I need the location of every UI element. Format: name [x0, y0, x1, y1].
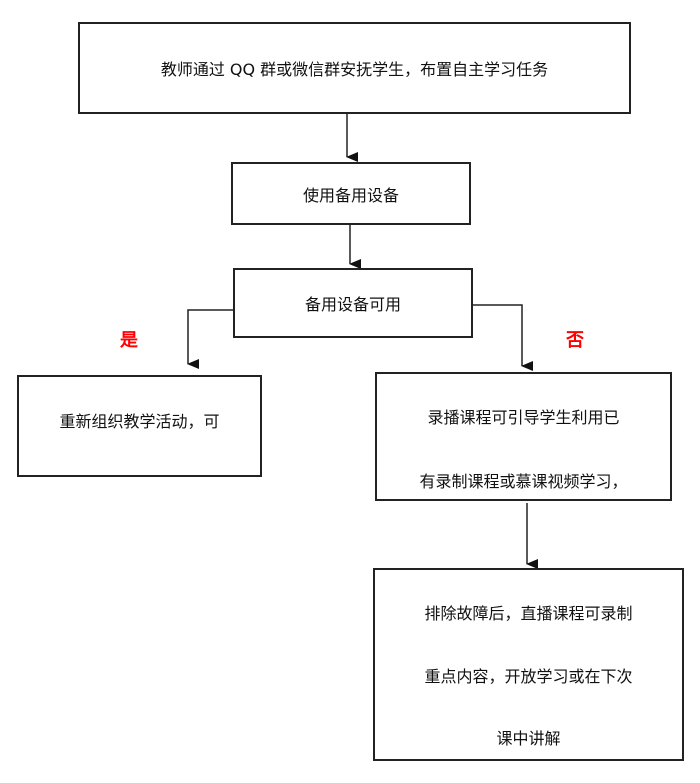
no-branch-line-2: 有录制课程或慕课视频学习，: [419, 472, 628, 491]
backup-device-node: 使用备用设备: [231, 162, 471, 225]
no-branch-line-1: 录播课程可引导学生利用已: [427, 408, 620, 427]
yes-branch-text: 重新组织教学活动，可: [59, 412, 220, 431]
decision-text: 备用设备可用: [304, 295, 401, 314]
final-line-1: 排除故障后，直播课程可录制: [424, 604, 633, 623]
backup-device-text: 使用备用设备: [302, 185, 399, 205]
arrow-decision-yes: [187, 309, 233, 369]
final-line-2: 重点内容，开放学习或在下次: [424, 667, 633, 686]
yes-label: 是: [120, 330, 138, 351]
final-line-3: 课中讲解: [496, 729, 561, 748]
no-label: 否: [566, 330, 584, 351]
yes-branch-node: 重新组织教学活动，可: [17, 375, 262, 477]
decision-node: 备用设备可用: [233, 268, 473, 338]
final-node: 排除故障后，直播课程可录制 重点内容，开放学习或在下次 课中讲解: [373, 568, 684, 761]
arrow-decision-no: [473, 304, 533, 371]
start-node: 教师通过 QQ 群或微信群安抚学生，布置自主学习任务: [78, 22, 631, 114]
start-node-text: 教师通过 QQ 群或微信群安抚学生，布置自主学习任务: [160, 60, 549, 79]
no-branch-node: 录播课程可引导学生利用已 有录制课程或慕课视频学习，: [375, 372, 672, 501]
